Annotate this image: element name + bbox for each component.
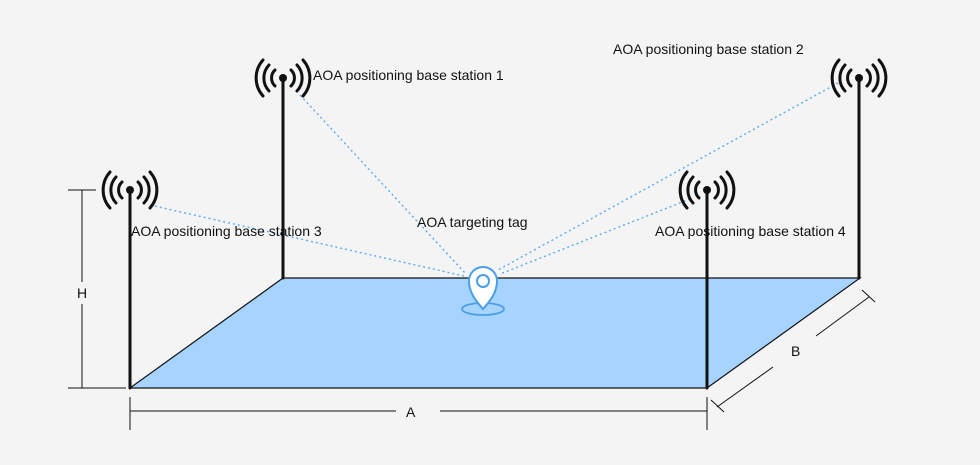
dimension-a-label: A xyxy=(406,404,416,420)
signal-line-station-1 xyxy=(299,94,467,275)
station-4-label: AOA positioning base station 4 xyxy=(655,223,846,239)
dimension-h-marker xyxy=(68,189,126,389)
floor-area xyxy=(128,277,862,389)
antenna-icon-station-2 xyxy=(830,58,888,98)
dimension-h-label: H xyxy=(77,285,88,301)
antenna-icon-station-4 xyxy=(678,170,736,210)
tag-label: AOA targeting tag xyxy=(417,214,528,230)
dimension-b-label: B xyxy=(791,343,801,359)
station-2-label: AOA positioning base station 2 xyxy=(613,41,804,57)
antenna-icon-station-3 xyxy=(101,170,159,210)
station-3-label: AOA positioning base station 3 xyxy=(131,223,322,239)
antenna-poles xyxy=(128,76,861,390)
location-pin-icon xyxy=(461,266,505,316)
signal-line-station-2 xyxy=(497,82,839,271)
signal-line-station-3 xyxy=(149,204,465,277)
dimension-b-marker xyxy=(710,289,876,413)
signal-line-station-4 xyxy=(499,198,691,275)
signal-lines xyxy=(149,82,839,277)
station-1-label: AOA positioning base station 1 xyxy=(313,67,504,83)
antenna-icon-station-1 xyxy=(254,58,312,98)
dimension-a-marker xyxy=(129,397,708,430)
